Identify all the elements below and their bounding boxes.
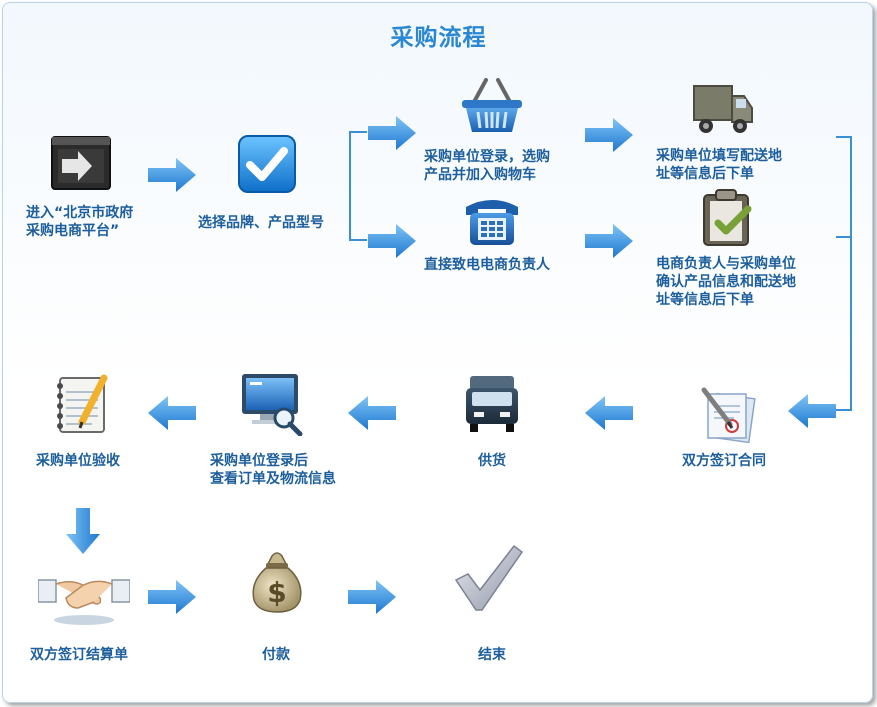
step-label-phone: 直接致电电商负责人	[424, 257, 550, 273]
arrow-right	[585, 118, 633, 152]
arrow-left	[788, 394, 836, 428]
arrow-left	[148, 396, 196, 430]
money-bag-icon: $	[252, 552, 302, 613]
step-label-enter: 进入“北京市政府采购电商平台”	[26, 205, 134, 239]
truck-icon	[693, 85, 753, 133]
step-label-contract: 双方签订合同	[682, 453, 766, 469]
step-label-supply: 供货	[478, 453, 506, 469]
step-label-accept: 采购单位验收	[36, 453, 120, 469]
shopping-basket-icon	[462, 78, 522, 132]
delivery-truck-icon	[466, 376, 518, 432]
step-label-confirm: 电商负责人与采购单位确认产品信息和配送地址等信息后下单	[656, 256, 796, 308]
step-label-online-order: 采购单位登录，选购产品并加入购物车	[424, 149, 550, 183]
notebook-pencil-icon	[57, 374, 108, 433]
svg-text:$: $	[267, 576, 286, 609]
arrow-down	[66, 508, 100, 554]
arrow-right	[368, 116, 416, 150]
telephone-icon	[466, 200, 518, 245]
checkmark-button-icon	[238, 135, 296, 193]
clipboard-check-icon	[703, 189, 752, 246]
contract-pen-icon	[701, 387, 756, 444]
monitor-search-icon	[242, 374, 303, 436]
arrow-left	[348, 396, 396, 430]
step-label-settlement: 双方签订结算单	[30, 647, 128, 663]
step-label-payment: 付款	[262, 647, 290, 663]
handshake-icon	[38, 579, 130, 625]
arrow-right	[368, 224, 416, 258]
arrow-left	[585, 396, 633, 430]
step-label-select: 选择品牌、产品型号	[198, 215, 324, 231]
step-label-end: 结束	[478, 647, 506, 663]
arrow-right	[148, 580, 196, 614]
arrow-right	[148, 158, 196, 192]
arrow-right	[348, 580, 396, 614]
diagram-title: 采购流程	[390, 25, 487, 51]
step-label-fill-address: 采购单位填写配送地址等信息后下单	[656, 148, 782, 182]
arrow-right	[585, 224, 633, 258]
step-label-view-order: 采购单位登录后查看订单及物流信息	[210, 453, 336, 487]
enter-window-icon	[51, 136, 111, 190]
checkmark-icon	[454, 544, 524, 611]
